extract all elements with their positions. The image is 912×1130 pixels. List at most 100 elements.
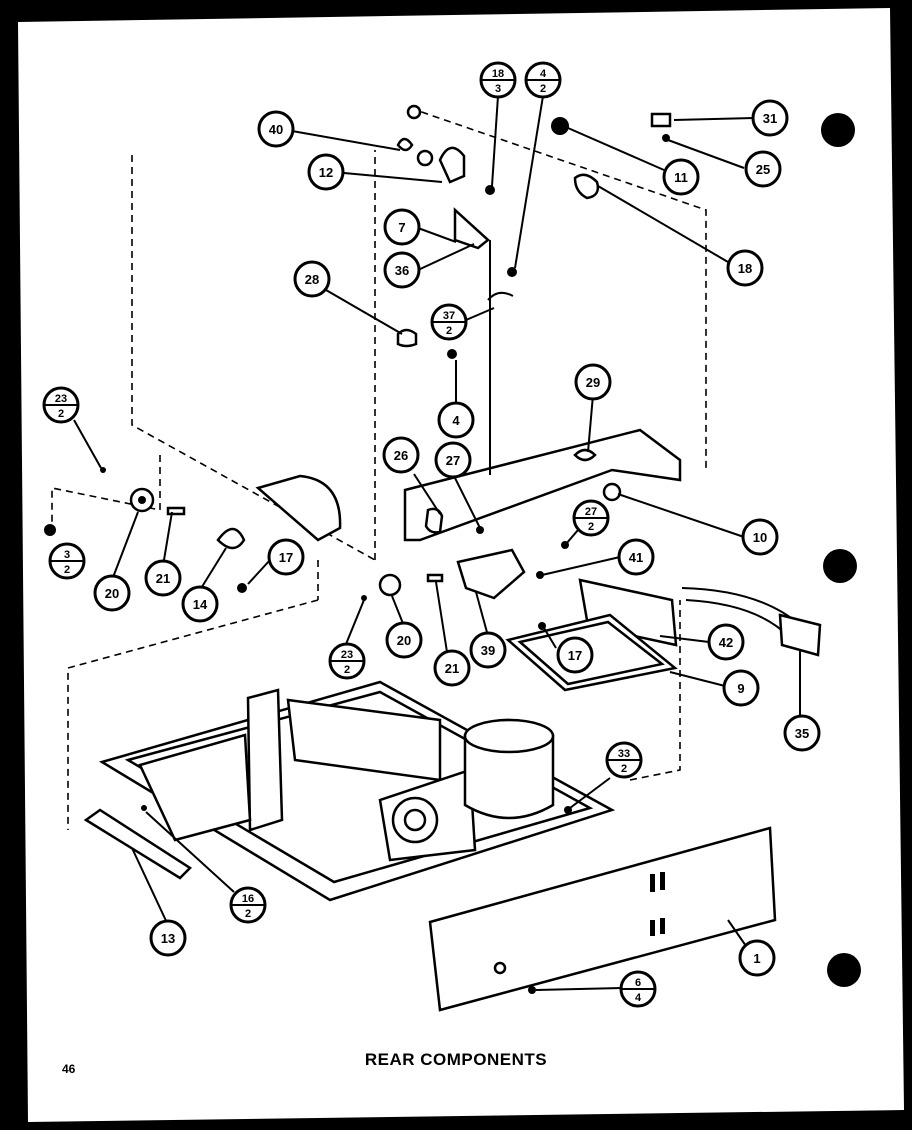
center-parts — [361, 482, 622, 601]
svg-text:6: 6 — [635, 977, 641, 989]
callout-9: 9 — [722, 669, 760, 707]
page-number: 46 — [62, 1062, 76, 1076]
svg-text:40: 40 — [269, 122, 283, 137]
callout-29: 29 — [574, 363, 612, 401]
svg-text:2: 2 — [245, 908, 251, 920]
rear-access-panel — [428, 826, 777, 1012]
callout-1: 1 — [738, 939, 776, 977]
callout-3-2: 32 — [48, 542, 86, 580]
svg-text:16: 16 — [242, 893, 254, 905]
leader-lines — [73, 95, 801, 991]
svg-text:2: 2 — [540, 83, 546, 95]
callout-23-2b: 232 — [328, 642, 366, 680]
callout-4: 4 — [437, 401, 475, 439]
svg-text:42: 42 — [719, 635, 733, 650]
svg-text:4: 4 — [540, 68, 547, 80]
svg-text:3: 3 — [495, 83, 501, 95]
svg-text:25: 25 — [756, 162, 770, 177]
svg-text:37: 37 — [443, 310, 455, 322]
callout-35: 35 — [783, 714, 821, 752]
registration-dot — [823, 549, 857, 583]
machine-base-assembly — [98, 680, 616, 902]
callout-31: 31 — [751, 99, 789, 137]
callout-13: 13 — [149, 919, 187, 957]
page-title: REAR COMPONENTS — [364, 1050, 548, 1069]
callout-39: 39 — [469, 631, 507, 669]
callout-14: 14 — [181, 585, 219, 623]
svg-text:41: 41 — [629, 550, 643, 565]
svg-text:3: 3 — [64, 549, 70, 561]
svg-text:21: 21 — [445, 661, 459, 676]
callout-26: 26 — [382, 436, 420, 474]
callout-27: 27 — [434, 441, 472, 479]
svg-text:27: 27 — [446, 453, 460, 468]
svg-text:4: 4 — [635, 992, 642, 1004]
callout-36: 36 — [383, 251, 421, 289]
registration-dot — [821, 113, 855, 147]
callout-6-4: 64 — [619, 970, 657, 1008]
callout-33-2: 332 — [605, 741, 643, 779]
svg-text:21: 21 — [156, 571, 170, 586]
callouts: 40 12 183 42 31 11 25 18 7 36 28 372 4 2… — [42, 61, 821, 1008]
svg-text:18: 18 — [492, 68, 504, 80]
svg-text:12: 12 — [319, 165, 333, 180]
svg-text:2: 2 — [344, 664, 350, 676]
callout-12: 12 — [307, 153, 345, 191]
callout-18-3: 183 — [479, 61, 517, 99]
svg-text:33: 33 — [618, 748, 630, 760]
svg-text:17: 17 — [279, 550, 293, 565]
callout-27-2: 272 — [572, 499, 610, 537]
callout-4-2: 42 — [524, 61, 562, 99]
callout-40: 40 — [257, 110, 295, 148]
svg-text:4: 4 — [452, 413, 460, 428]
svg-text:20: 20 — [105, 586, 119, 601]
svg-text:17: 17 — [568, 648, 582, 663]
svg-text:26: 26 — [394, 448, 408, 463]
callout-41: 41 — [617, 538, 655, 576]
svg-text:39: 39 — [481, 643, 495, 658]
svg-text:2: 2 — [588, 521, 594, 533]
callout-28: 28 — [293, 260, 331, 298]
callout-17: 17 — [267, 538, 305, 576]
callout-11: 11 — [662, 158, 700, 196]
svg-text:2: 2 — [446, 325, 452, 337]
svg-text:18: 18 — [738, 261, 752, 276]
svg-text:1: 1 — [753, 951, 760, 966]
callout-18: 18 — [726, 249, 764, 287]
callout-21: 21 — [144, 559, 182, 597]
drain-trough-assembly — [403, 240, 682, 542]
callout-37-2: 372 — [430, 303, 468, 341]
svg-text:23: 23 — [341, 649, 353, 661]
svg-text:28: 28 — [305, 272, 319, 287]
registration-dot — [827, 953, 861, 987]
callout-25: 25 — [744, 150, 782, 188]
svg-text:20: 20 — [397, 633, 411, 648]
svg-text:7: 7 — [398, 220, 405, 235]
svg-text:2: 2 — [64, 564, 70, 576]
callout-7: 7 — [383, 208, 421, 246]
callout-20b: 20 — [385, 621, 423, 659]
svg-text:14: 14 — [193, 597, 208, 612]
svg-text:29: 29 — [586, 375, 600, 390]
svg-text:9: 9 — [737, 681, 744, 696]
svg-text:27: 27 — [585, 506, 597, 518]
svg-text:23: 23 — [55, 393, 67, 405]
callout-42: 42 — [707, 623, 745, 661]
svg-text:11: 11 — [674, 170, 688, 185]
callout-20: 20 — [93, 574, 131, 612]
callout-17b: 17 — [556, 636, 594, 674]
cabinet-outline — [51, 107, 707, 830]
svg-text:10: 10 — [753, 530, 767, 545]
svg-text:2: 2 — [58, 408, 64, 420]
callout-23-2: 232 — [42, 386, 80, 424]
callout-10: 10 — [741, 518, 779, 556]
callout-16-2: 162 — [229, 886, 267, 924]
svg-text:36: 36 — [395, 263, 409, 278]
svg-text:35: 35 — [795, 726, 809, 741]
top-components — [396, 104, 672, 359]
callout-21b: 21 — [433, 649, 471, 687]
svg-text:2: 2 — [621, 763, 627, 775]
svg-text:31: 31 — [763, 111, 777, 126]
